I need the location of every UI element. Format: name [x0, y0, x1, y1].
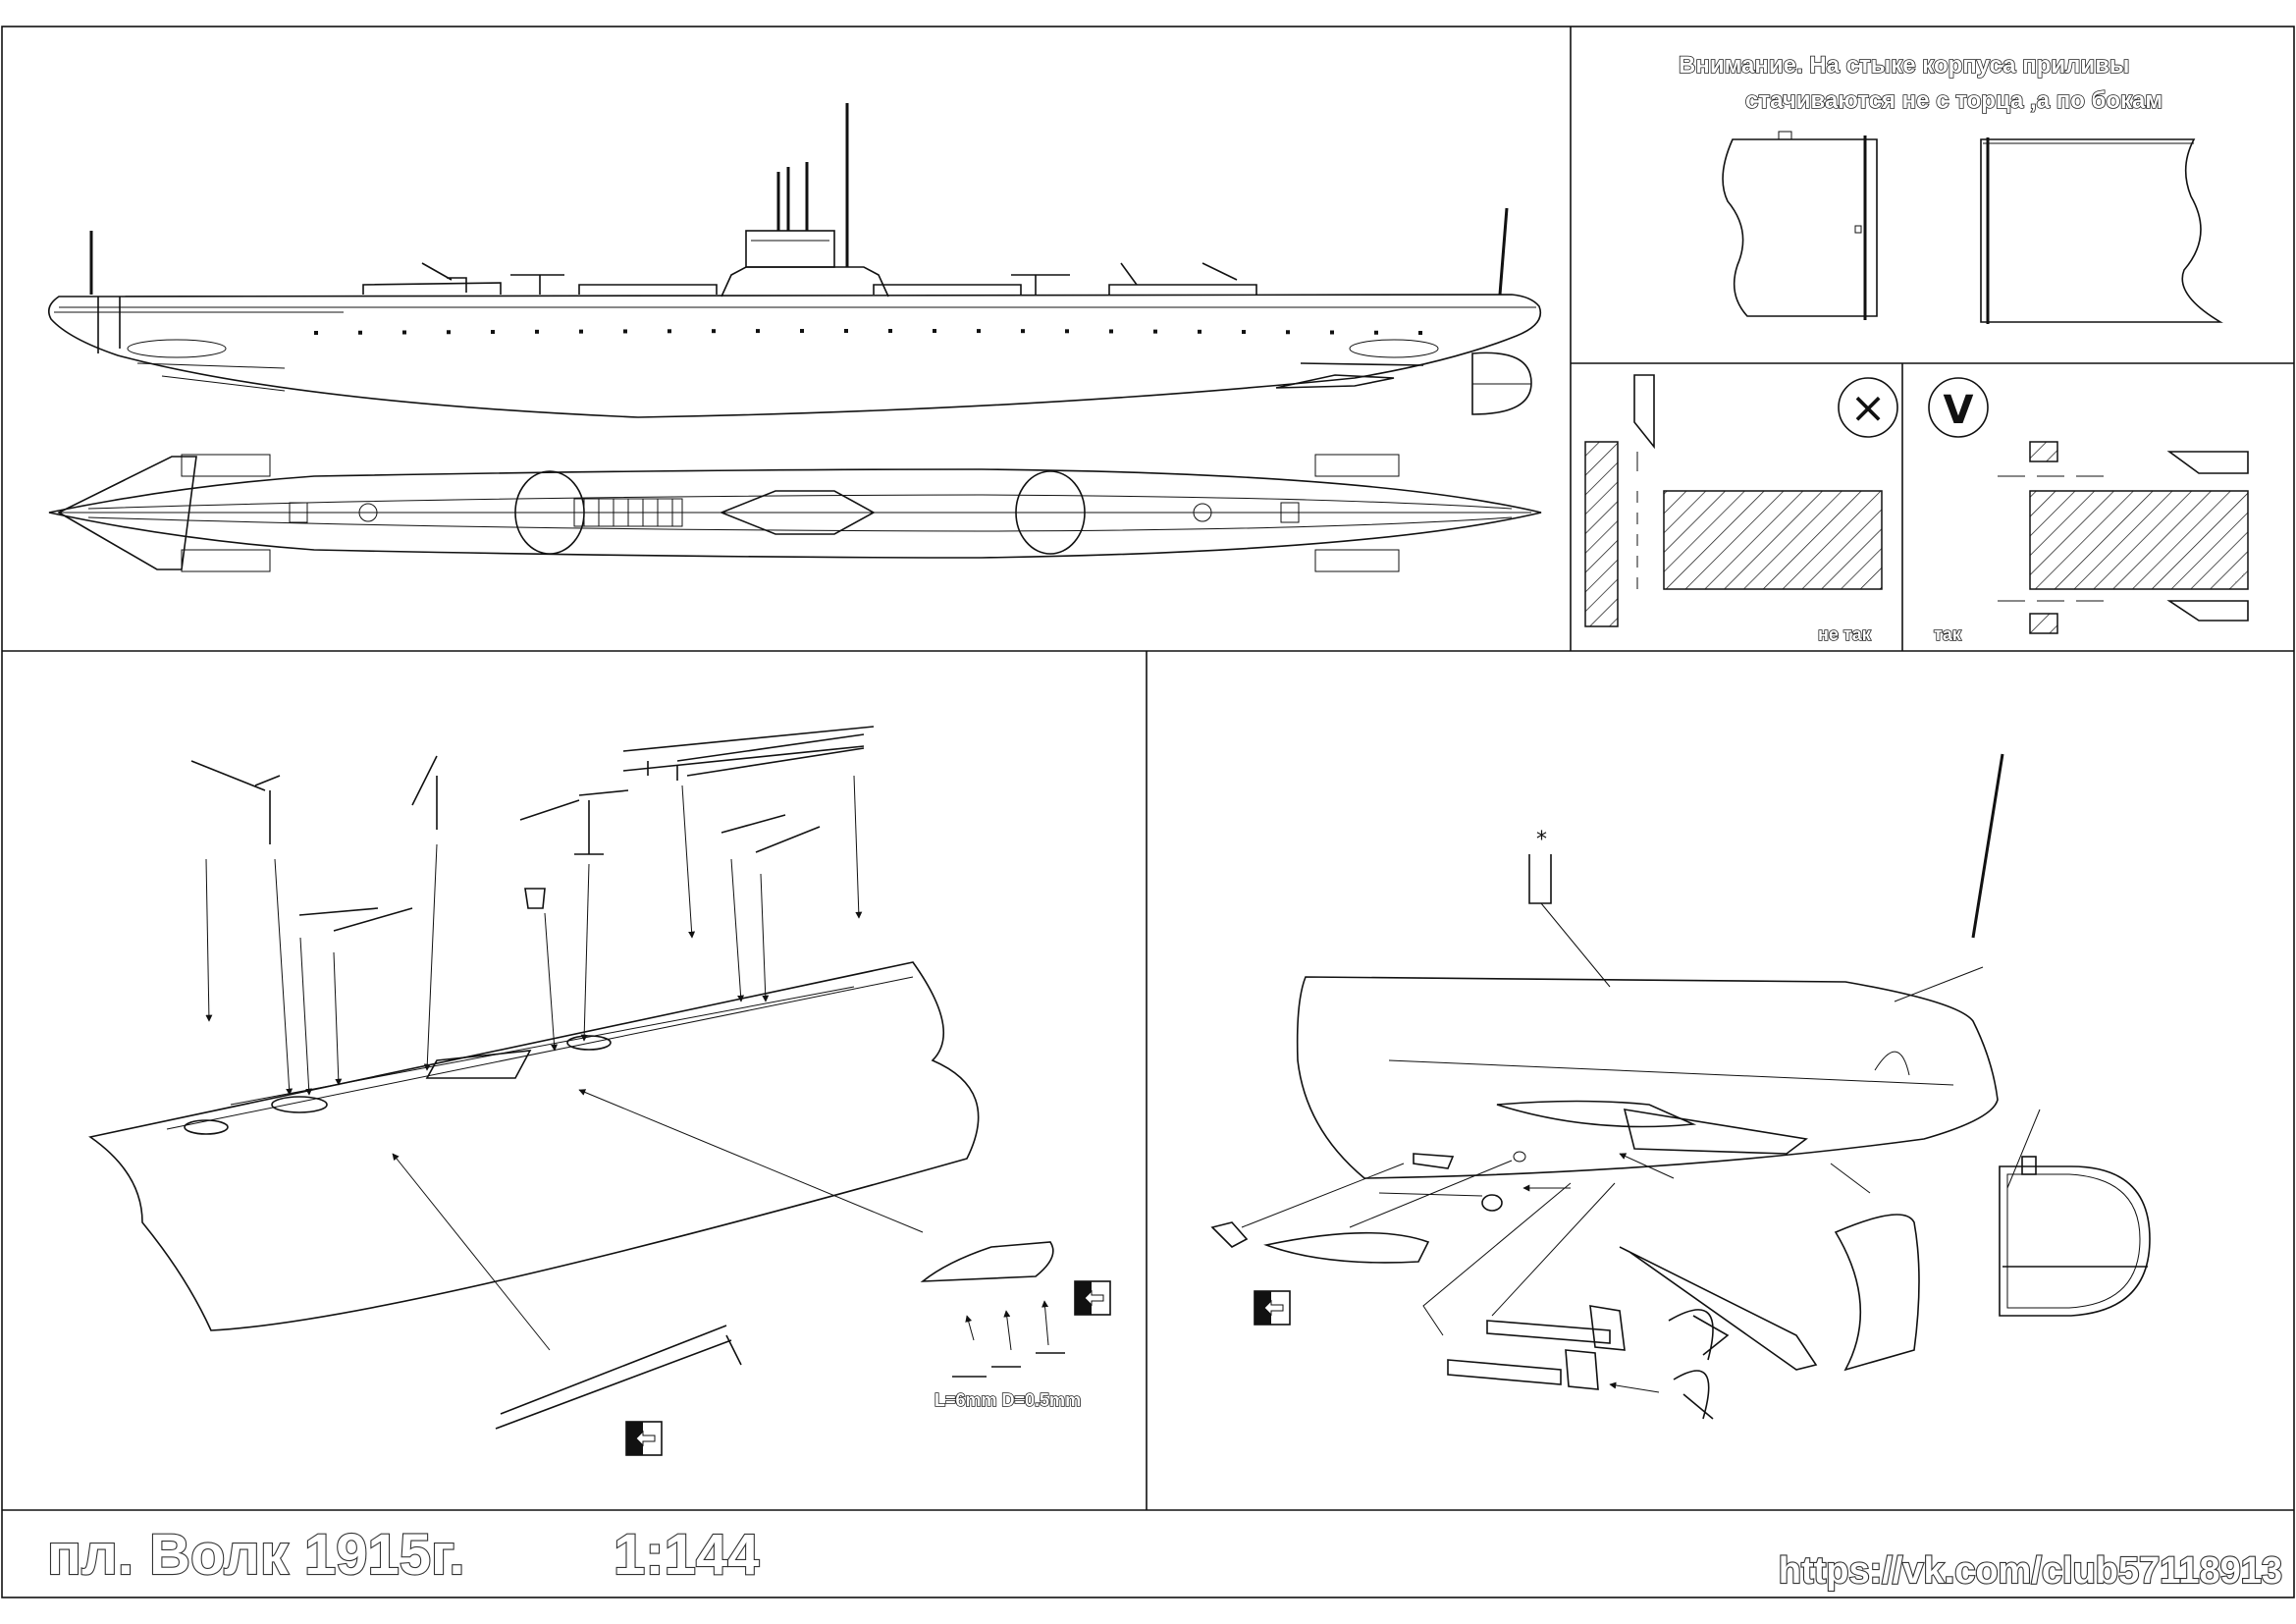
porthole-mark: [1109, 329, 1113, 334]
porthole-mark: [579, 329, 583, 334]
porthole-mark: [447, 330, 451, 335]
wrong-label: не так: [1818, 624, 1872, 644]
model-scale: 1:144: [614, 1523, 759, 1587]
porthole-mark: [1418, 331, 1422, 335]
right-mark-symbol: V: [1944, 388, 1974, 433]
porthole-mark: [933, 329, 936, 334]
porthole-mark: [1242, 330, 1246, 335]
arrow-tag-icon: [1074, 1280, 1111, 1316]
porthole-mark: [888, 329, 892, 334]
porthole-mark: [756, 329, 760, 334]
sheet-frame: [1, 26, 2295, 1598]
porthole-mark: [1330, 330, 1334, 335]
porthole-mark: [1198, 329, 1201, 334]
notice-panel: Внимание. На стыке корпуса приливы стачи…: [1678, 51, 2223, 324]
source-url: https://vk.com/club57118913: [1779, 1550, 2282, 1592]
porthole-mark: [800, 329, 804, 334]
footer: пл. Волк 1915г. 1:144 https://vk.com/clu…: [46, 1522, 2283, 1593]
porthole-mark: [491, 330, 495, 335]
bow-assembly-arrows: [205, 775, 1049, 1351]
bow-assembly-view: L=6mm D=0.5mm: [88, 726, 1111, 1456]
porthole-mark: [977, 329, 981, 334]
submarine-top-view: [48, 454, 1542, 572]
porthole-mark: [712, 329, 716, 334]
arrow-tag-icon: [625, 1421, 663, 1456]
asterisk-marker: *: [1536, 828, 1547, 852]
porthole-mark: [1065, 329, 1069, 334]
side-view-portholes: [314, 329, 1422, 335]
porthole-mark: [402, 330, 406, 335]
right-label: так: [1934, 624, 1962, 644]
porthole-mark: [1021, 329, 1025, 334]
porthole-mark: [358, 330, 362, 335]
rod-size-label: L=6mm D=0.5mm: [934, 1390, 1081, 1410]
porthole-mark: [1286, 330, 1290, 335]
wrong-mark-symbol: ×: [1850, 383, 1887, 433]
stern-assembly-view: *: [1210, 753, 2151, 1420]
submarine-side-view: [48, 103, 1541, 418]
wrong-mark-icon: [1838, 377, 1898, 438]
stern-assembly-arrows: [1241, 1109, 2041, 1393]
porthole-mark: [667, 329, 671, 334]
wrong-method-panel: × не так: [1584, 374, 1898, 645]
notice-line-1: Внимание. На стыке корпуса приливы: [1679, 52, 2129, 79]
porthole-mark: [535, 329, 539, 334]
porthole-mark: [844, 329, 848, 334]
porthole-mark: [314, 331, 318, 335]
porthole-mark: [1374, 330, 1378, 335]
notice-line-2: стачиваются не с торца ,а по бокам: [1745, 87, 2163, 114]
right-mark-icon: [1928, 377, 1989, 438]
model-title: пл. Волк 1915г.: [47, 1523, 464, 1587]
porthole-mark: [1153, 329, 1157, 334]
porthole-mark: [623, 329, 627, 334]
right-method-panel: V так: [1928, 377, 2249, 645]
arrow-tag-icon: [1254, 1290, 1291, 1326]
